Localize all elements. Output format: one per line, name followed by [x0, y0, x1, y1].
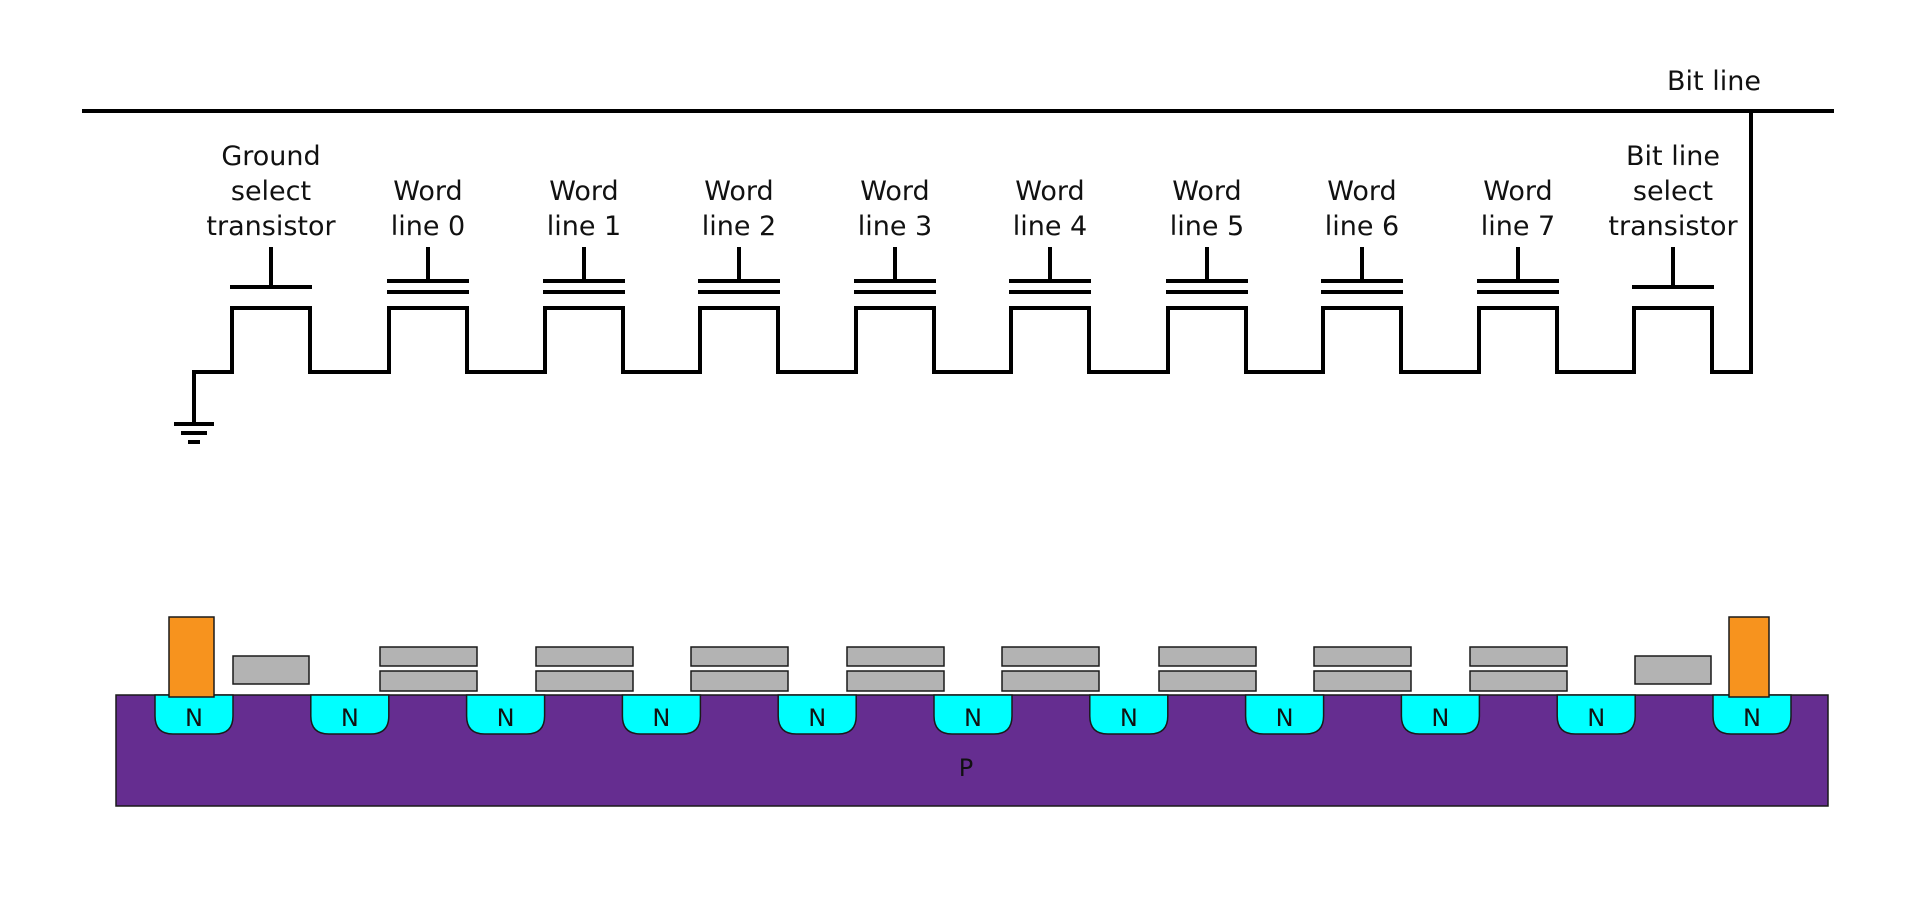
- word-line-6-label-line: line 6: [1325, 211, 1400, 242]
- word-line-3-label: Word line 3: [858, 176, 933, 242]
- word-line-1-label-line: line 1: [547, 211, 622, 242]
- memory-cell-gate-stack: [1001, 646, 1100, 692]
- word-line-6-label: Word line 6: [1325, 176, 1400, 242]
- n-region: N: [465, 694, 546, 735]
- memory-cell-gate-stack: [846, 646, 945, 692]
- ground-select-label-line: Ground: [221, 141, 320, 172]
- bit-line-select-label-line: select: [1633, 176, 1713, 207]
- memory-cell-transistor-symbol: [1477, 247, 1559, 294]
- word-line-4-label: Word line 4: [1013, 176, 1088, 242]
- memory-cell-gate-stack: [379, 646, 478, 692]
- word-line-4-label-line: Word: [1015, 176, 1084, 207]
- word-line-7-label: Word line 7: [1481, 176, 1556, 242]
- select-gate: [232, 655, 310, 685]
- memory-cell-gate-stack: [535, 646, 634, 692]
- bit-line-label: Bit line: [1667, 66, 1761, 97]
- n-region-label: N: [1276, 704, 1294, 732]
- word-line-4-label-line: line 4: [1013, 211, 1088, 242]
- word-line-7-label-line: Word: [1483, 176, 1552, 207]
- word-line-0-label: Word line 0: [391, 176, 466, 242]
- memory-cell-transistor-symbol: [698, 247, 780, 294]
- word-line-3-label-line: Word: [860, 176, 929, 207]
- n-region: N: [621, 694, 702, 735]
- gate-stacks: [232, 646, 1712, 692]
- word-line-1-label: Word line 1: [547, 176, 622, 242]
- n-region: N: [310, 694, 390, 735]
- source-contact: [168, 616, 215, 698]
- drain-contact: [1728, 616, 1770, 698]
- n-region-label: N: [652, 704, 670, 732]
- n-region-label: N: [341, 704, 359, 732]
- memory-cell-gate-stack: [1158, 646, 1257, 692]
- word-line-5-label-line: line 5: [1170, 211, 1245, 242]
- n-region-label: N: [1431, 704, 1449, 732]
- n-region-label: N: [497, 704, 515, 732]
- n-region: N: [1244, 694, 1325, 735]
- bit-line-select-transistor-symbol: [1632, 247, 1714, 289]
- word-line-2-label-line: line 2: [702, 211, 777, 242]
- word-line-1-label-line: Word: [549, 176, 618, 207]
- n-region-label: N: [808, 704, 826, 732]
- n-region: N: [933, 694, 1013, 735]
- n-region-label: N: [1120, 704, 1138, 732]
- string-channel-wire: [192, 306, 1753, 374]
- word-line-0-label-line: line 0: [391, 211, 466, 242]
- bit-line-select-label-line: transistor: [1608, 211, 1738, 242]
- word-line-2-label-line: Word: [704, 176, 773, 207]
- n-region-label: N: [964, 704, 982, 732]
- memory-cell-transistor-symbol: [1166, 247, 1248, 294]
- n-region: N: [1400, 694, 1481, 735]
- memory-cell-transistor-symbol: [1009, 247, 1091, 294]
- memory-cell-gate-stack: [1469, 646, 1568, 692]
- ground-select-label: Ground select transistor: [206, 141, 336, 242]
- ground-select-transistor-symbol: [230, 247, 312, 289]
- word-line-6-label-line: Word: [1327, 176, 1396, 207]
- transistor-labels: Ground select transistor Word line 0 Word line…: [206, 141, 1738, 242]
- n-region-label: N: [1743, 704, 1761, 732]
- cross-section: P N N N N N N N N N N N: [115, 616, 1829, 807]
- substrate-label: P: [959, 754, 973, 782]
- select-gate: [1634, 655, 1712, 685]
- bit-line-select-label: Bit line select transistor: [1608, 141, 1738, 242]
- n-region: N: [154, 694, 234, 735]
- n-region: N: [777, 694, 857, 735]
- n-region: N: [1556, 694, 1636, 735]
- n-region-label: N: [1587, 704, 1605, 732]
- memory-cell-transistor-symbol: [1321, 247, 1403, 294]
- ground-select-label-line: transistor: [206, 211, 336, 242]
- bit-line-select-label-line: Bit line: [1626, 141, 1720, 172]
- word-line-7-label-line: line 7: [1481, 211, 1556, 242]
- n-region: N: [1089, 694, 1169, 735]
- n-region-label: N: [185, 704, 203, 732]
- memory-cell-transistor-symbol: [543, 247, 625, 294]
- ground-icon: [174, 370, 214, 444]
- ground-select-label-line: select: [231, 176, 311, 207]
- word-line-5-label: Word line 5: [1170, 176, 1245, 242]
- memory-cell-transistor-symbol: [854, 247, 936, 294]
- word-line-5-label-line: Word: [1172, 176, 1241, 207]
- memory-cell-gate-stack: [1313, 646, 1412, 692]
- word-line-3-label-line: line 3: [858, 211, 933, 242]
- word-line-2-label: Word line 2: [702, 176, 777, 242]
- word-line-0-label-line: Word: [393, 176, 462, 207]
- transistor-symbols: [230, 247, 1714, 294]
- memory-cell-transistor-symbol: [387, 247, 469, 294]
- memory-cell-gate-stack: [690, 646, 789, 692]
- n-region: N: [1712, 694, 1792, 735]
